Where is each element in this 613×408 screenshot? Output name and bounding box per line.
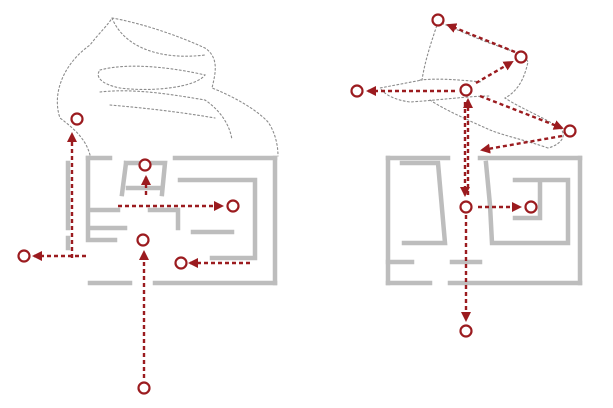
- right-node-center: [459, 200, 473, 214]
- right-node-west: [350, 84, 364, 98]
- left-node-west: [17, 249, 31, 263]
- left-node-center: [136, 233, 150, 247]
- left-node-southeast: [174, 256, 188, 270]
- left-inner-wall-a: [85, 155, 121, 243]
- right-node-upper-right: [514, 50, 528, 64]
- left-node-stair: [138, 158, 152, 172]
- right-stair-wall: [483, 160, 571, 246]
- right-inner-room: [399, 160, 448, 246]
- right-node-hub: [459, 83, 473, 97]
- left-node-roof: [70, 112, 84, 126]
- left-node-east: [226, 199, 240, 213]
- right-roof-outline: [379, 21, 564, 149]
- right-arrow-ne: [475, 60, 514, 85]
- right-node-bottom: [459, 324, 473, 338]
- right-panel: [350, 13, 583, 338]
- right-arrow-nw: [446, 23, 516, 54]
- left-node-entry: [137, 381, 151, 395]
- right-arrow-back-west: [480, 134, 563, 154]
- right-node-east-roof: [563, 124, 577, 138]
- left-panel: [17, 17, 279, 395]
- left-roof-outline: [56, 17, 279, 157]
- left-inner-wall-b: [147, 177, 258, 261]
- left-inner-wall-c: [89, 225, 235, 235]
- right-node-east: [524, 200, 538, 214]
- right-node-top: [431, 13, 445, 27]
- right-arrow-se: [479, 94, 564, 130]
